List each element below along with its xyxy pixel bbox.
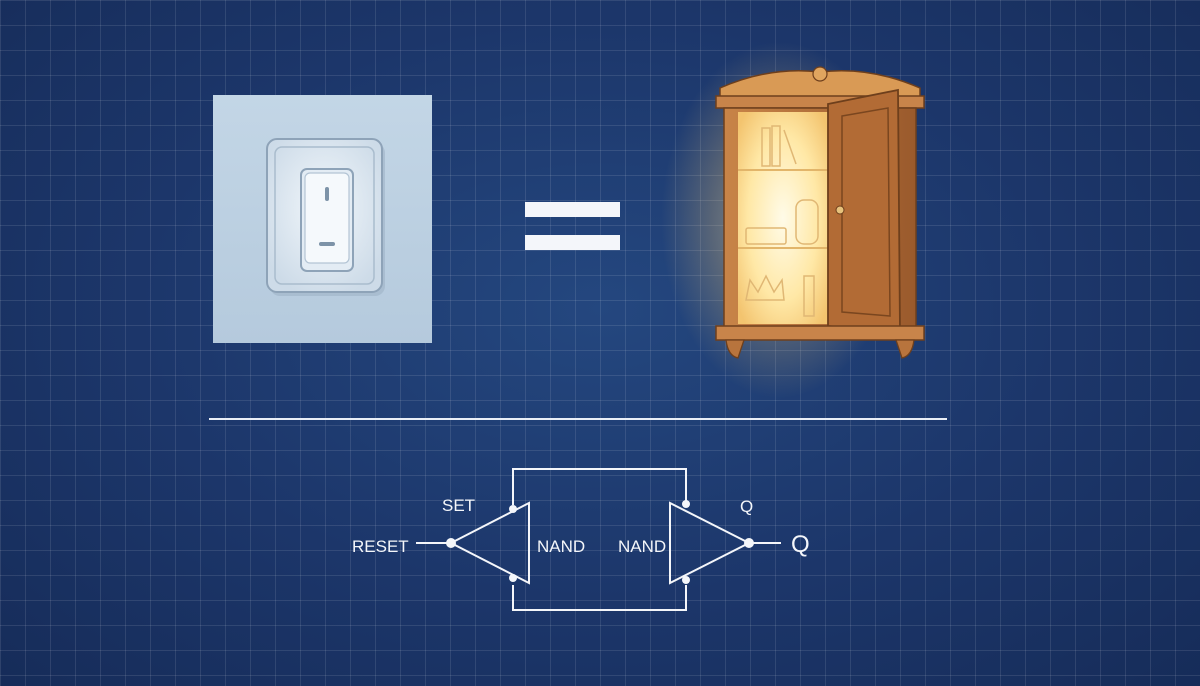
light-switch-icon (266, 138, 385, 296)
nand-left-label: NAND (537, 537, 586, 556)
left-gate-top-bubble (509, 505, 517, 513)
q-output-label: Q (791, 531, 810, 558)
nand-right-label: NAND (618, 537, 667, 556)
left-gate-bottom-bubble (509, 574, 517, 582)
equals-sign-top-bar (525, 202, 620, 217)
q-top-label: Q (740, 497, 754, 516)
right-nand-gate (669, 501, 752, 585)
glowing-wardrobe-icon (715, 66, 925, 359)
left-nand-gate (448, 501, 530, 585)
divider-line (209, 418, 947, 420)
right-gate-top-bubble (682, 500, 690, 508)
feedback-wire-bottom (512, 585, 687, 611)
equals-sign-bottom-bar (525, 235, 620, 250)
right-gate-bottom-bubble (682, 576, 690, 584)
feedback-wire-top (512, 468, 687, 505)
switch-panel (213, 95, 432, 343)
reset-label: RESET (352, 537, 409, 556)
reset-input-node (446, 538, 456, 548)
q-output-node (744, 538, 754, 548)
set-label: SET (442, 496, 476, 515)
